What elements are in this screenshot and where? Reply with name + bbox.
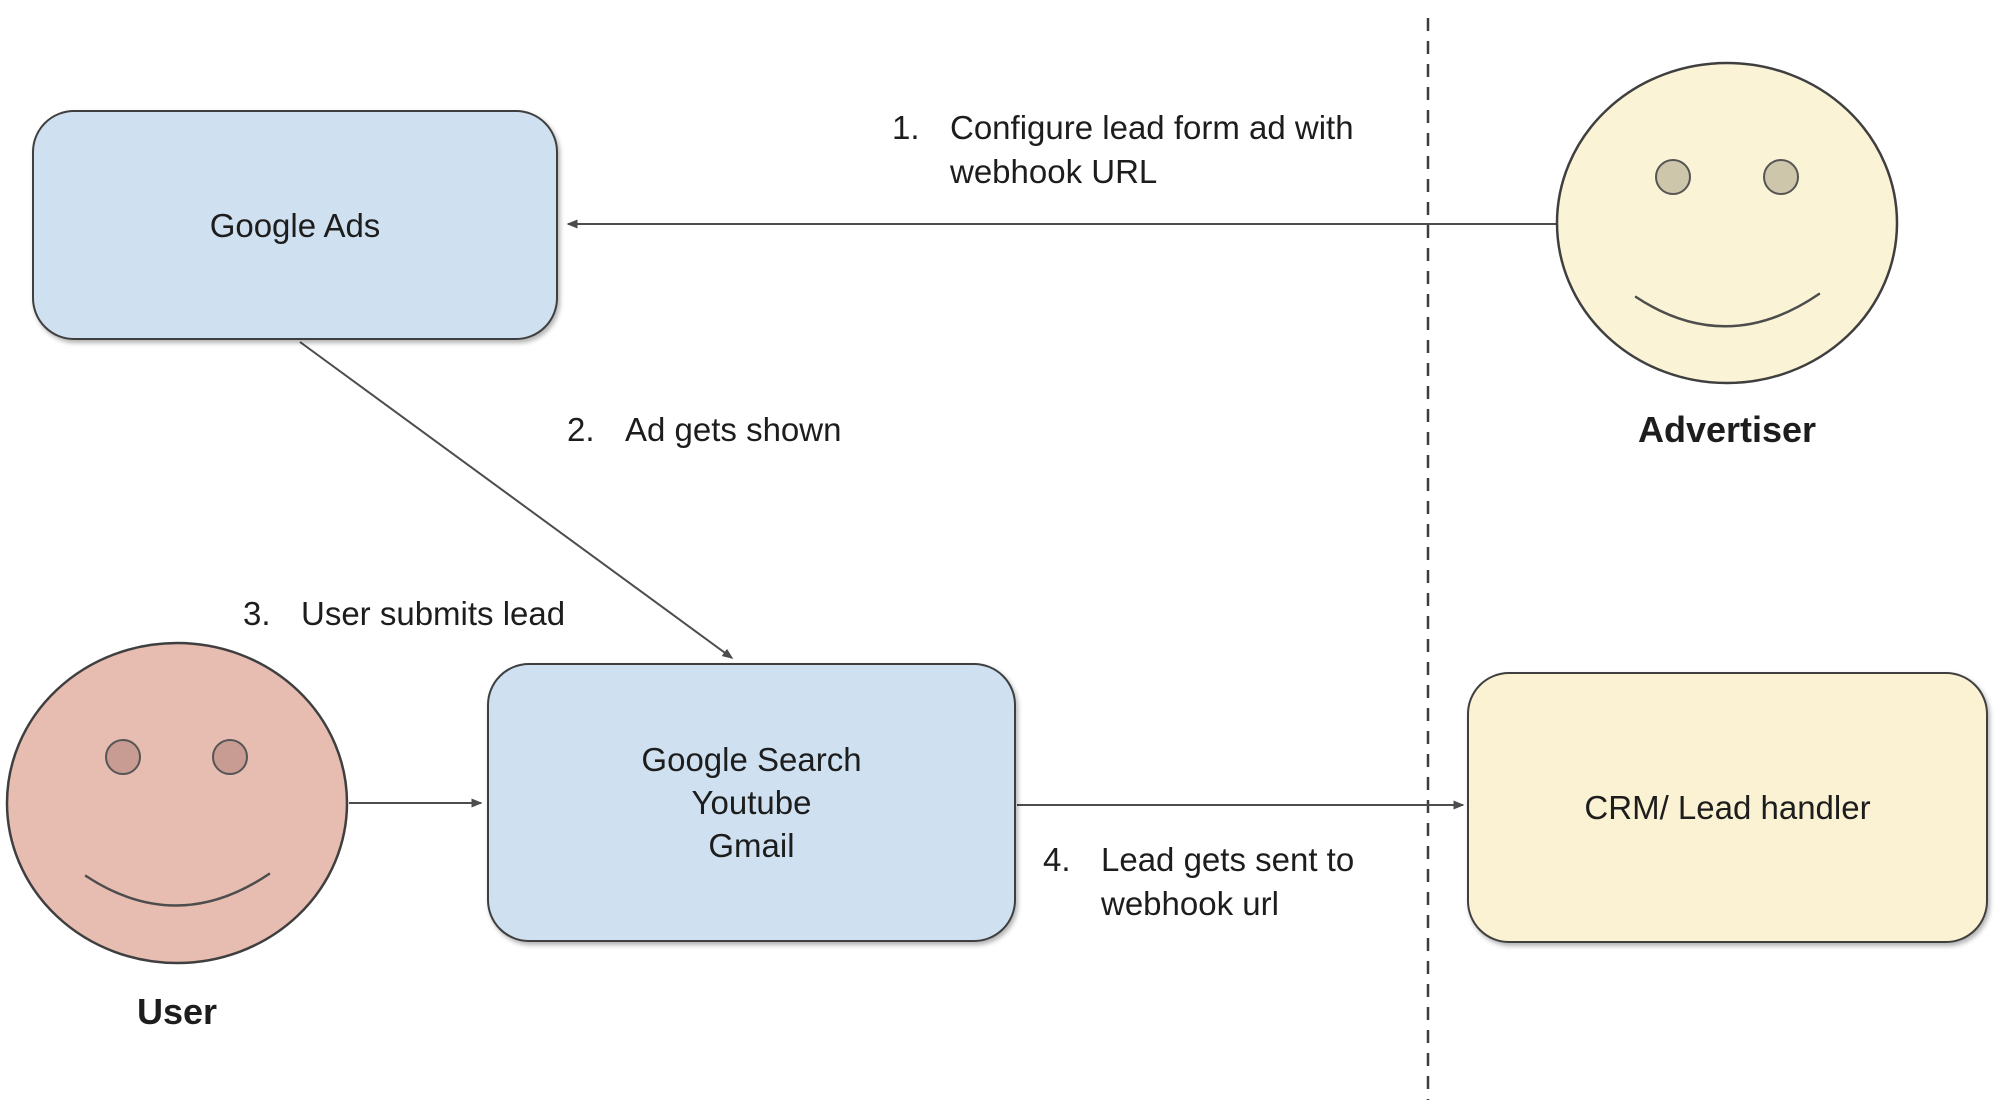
user-head [5, 641, 349, 965]
step-1-line-1: Configure lead form ad with [950, 109, 1354, 146]
step-2-line-1: Ad gets shown [625, 411, 842, 448]
step-2-number: 2. [567, 411, 595, 448]
node-crm-lead-handler: CRM/ Lead handler [1467, 672, 1988, 943]
advertiser-right-eye-icon [1763, 159, 1799, 195]
step-3-label: 3. User submits lead [243, 592, 565, 636]
step-4-line-2: webhook url [1101, 885, 1279, 922]
user-smile-icon [84, 872, 271, 907]
user-right-eye-icon [212, 739, 248, 775]
step-4-line-1: Lead gets sent to [1101, 841, 1355, 878]
node-google-ads-label: Google Ads [209, 206, 381, 244]
google-properties-line-3: Gmail [708, 827, 795, 864]
step-4-text: Lead gets sent to webhook url [1101, 838, 1354, 926]
arrow-ad-gets-shown [299, 341, 734, 659]
step-2-label: 2. Ad gets shown [567, 408, 841, 452]
node-crm-label: CRM/ Lead handler [1584, 789, 1871, 826]
user-label: User [136, 991, 218, 1032]
advertiser-label: Advertiser [1637, 409, 1817, 450]
google-properties-line-2: Youtube [691, 784, 812, 821]
user-face [5, 641, 349, 965]
step-3-line-1: User submits lead [301, 595, 566, 632]
step-4-number: 4. [1043, 841, 1071, 878]
step-4-label: 4. Lead gets sent to webhook url [1043, 838, 1354, 926]
step-1-label: 1. Configure lead form ad with webhook U… [892, 106, 1354, 194]
step-1-number: 1. [892, 109, 920, 146]
step-2-text: Ad gets shown [625, 408, 841, 452]
node-google-ads: Google Ads [32, 110, 558, 340]
node-google-properties: Google Search Youtube Gmail [487, 663, 1016, 942]
step-3-text: User submits lead [301, 592, 565, 636]
advertiser-left-eye-icon [1655, 159, 1691, 195]
advertiser-head [1555, 61, 1899, 385]
user-left-eye-icon [105, 739, 141, 775]
step-1-text: Configure lead form ad with webhook URL [950, 106, 1354, 194]
node-google-properties-label: Google Search Youtube Gmail [641, 738, 861, 867]
step-3-number: 3. [243, 595, 271, 632]
step-1-line-2: webhook URL [950, 153, 1158, 190]
advertiser-smile-icon [1634, 292, 1821, 328]
google-properties-line-1: Google Search [641, 741, 862, 778]
advertiser-face [1555, 61, 1899, 385]
